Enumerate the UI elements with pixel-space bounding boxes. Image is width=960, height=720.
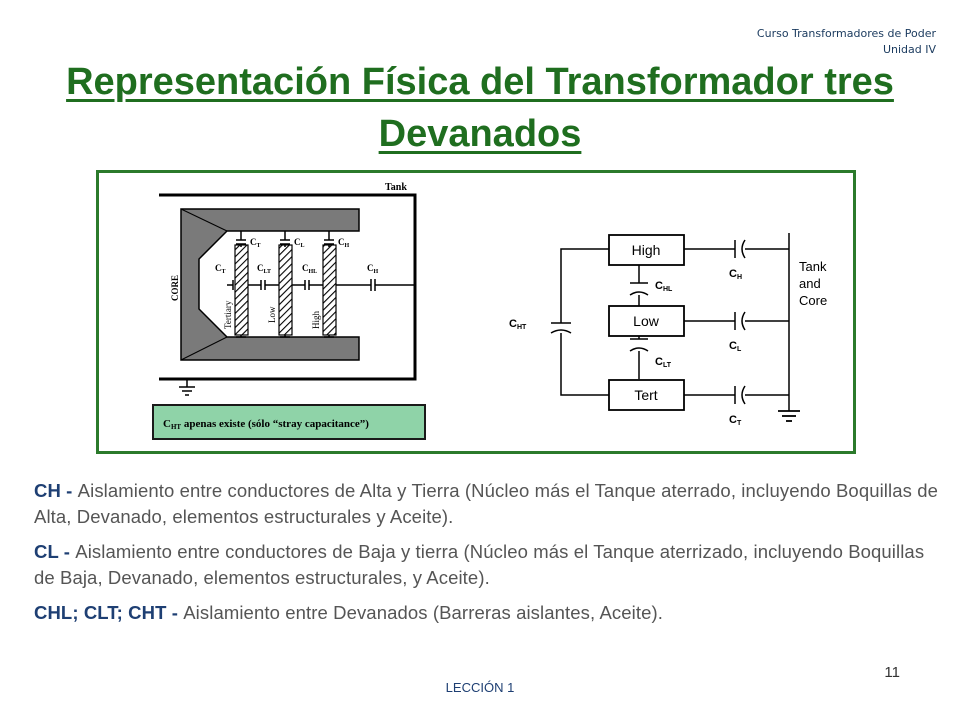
equivalent-circuit: High Low Tert CHL CLT CHT CH CL CT Tank …	[509, 233, 830, 427]
winding-low	[278, 244, 293, 336]
desc-ch: Aislamiento entre conductores de Alta y …	[34, 480, 938, 527]
page-title-text: Representación Física del Transformador …	[66, 61, 894, 155]
course-header: Curso Transformadores de Poder Unidad IV	[757, 26, 936, 58]
transformer-diagram: Tank CORE Tertiary Low High CT CL CH	[152, 182, 830, 440]
term-chl: CHL; CLT; CHT -	[34, 602, 184, 623]
ground-icon	[179, 379, 195, 396]
cap-lt-label: CLT	[655, 356, 672, 369]
tank-outline	[159, 193, 417, 381]
cap-top-h: CH	[338, 237, 350, 249]
box-tert	[608, 379, 685, 411]
cap-mid-h: CH	[367, 263, 379, 275]
box-high	[608, 234, 685, 266]
cap-top-group	[236, 231, 334, 247]
stray-capacitance-text: CHT apenas existe (sólo “stray capacitan…	[163, 418, 369, 431]
tank-core-label: Tank and Core	[799, 259, 830, 308]
cap-hl-label: CHL	[655, 280, 673, 293]
cap-h-label: CH	[729, 268, 742, 281]
tank-label: Tank	[385, 182, 407, 193]
term-cl: CL -	[34, 541, 76, 562]
winding-label-high: High	[311, 311, 321, 330]
footer-lesson: LECCIÓN 1	[445, 680, 515, 695]
core	[180, 208, 360, 361]
diagram-frame: Tank CORE Tertiary Low High CT CL CH	[96, 170, 856, 454]
cap-l-label: CL	[729, 340, 742, 353]
cap-mid-t: CT	[215, 263, 226, 275]
description-text: CH - Aislamiento entre conductores de Al…	[34, 478, 946, 635]
winding-high	[322, 244, 337, 336]
box-low-label: Low	[633, 313, 660, 329]
desc-chl: Aislamiento entre Devanados (Barreras ai…	[183, 602, 663, 623]
course-name: Curso Transformadores de Poder	[756, 27, 936, 40]
winding-label-tertiary: Tertiary	[223, 300, 233, 329]
cap-mid-lt: CLT	[257, 263, 271, 275]
cap-ht-label: CHT	[509, 318, 527, 331]
paragraph-chl: CHL; CLT; CHT - Aislamiento entre Devana…	[34, 600, 946, 626]
term-ch: CH -	[34, 480, 78, 501]
box-low	[608, 305, 685, 337]
stray-capacitance-note	[152, 404, 426, 440]
winding-tertiary	[234, 244, 249, 336]
page-number: 11	[884, 664, 900, 681]
paragraph-cl: CL - Aislamiento entre conductores de Ba…	[34, 539, 946, 591]
box-high-label: High	[632, 242, 661, 258]
circuit-ground-icon	[778, 410, 800, 422]
box-tert-label: Tert	[634, 387, 657, 403]
winding-label-low: Low	[267, 306, 277, 323]
cap-top-l: CL	[294, 237, 305, 249]
cap-top-t: CT	[250, 237, 261, 249]
desc-cl: Aislamiento entre conductores de Baja y …	[34, 541, 925, 588]
page-title: Representación Física del Transformador …	[0, 56, 960, 160]
course-unit: Unidad IV	[882, 43, 936, 56]
paragraph-ch: CH - Aislamiento entre conductores de Al…	[34, 478, 946, 530]
cap-mid-hl: CHL	[302, 263, 317, 275]
physical-diagram: Tank CORE Tertiary Low High CT CL CH	[152, 182, 426, 440]
core-label: CORE	[170, 275, 180, 301]
cap-t-label: CT	[729, 414, 742, 427]
cap-mid-group	[227, 279, 415, 291]
cap-bottom-group	[236, 335, 334, 338]
